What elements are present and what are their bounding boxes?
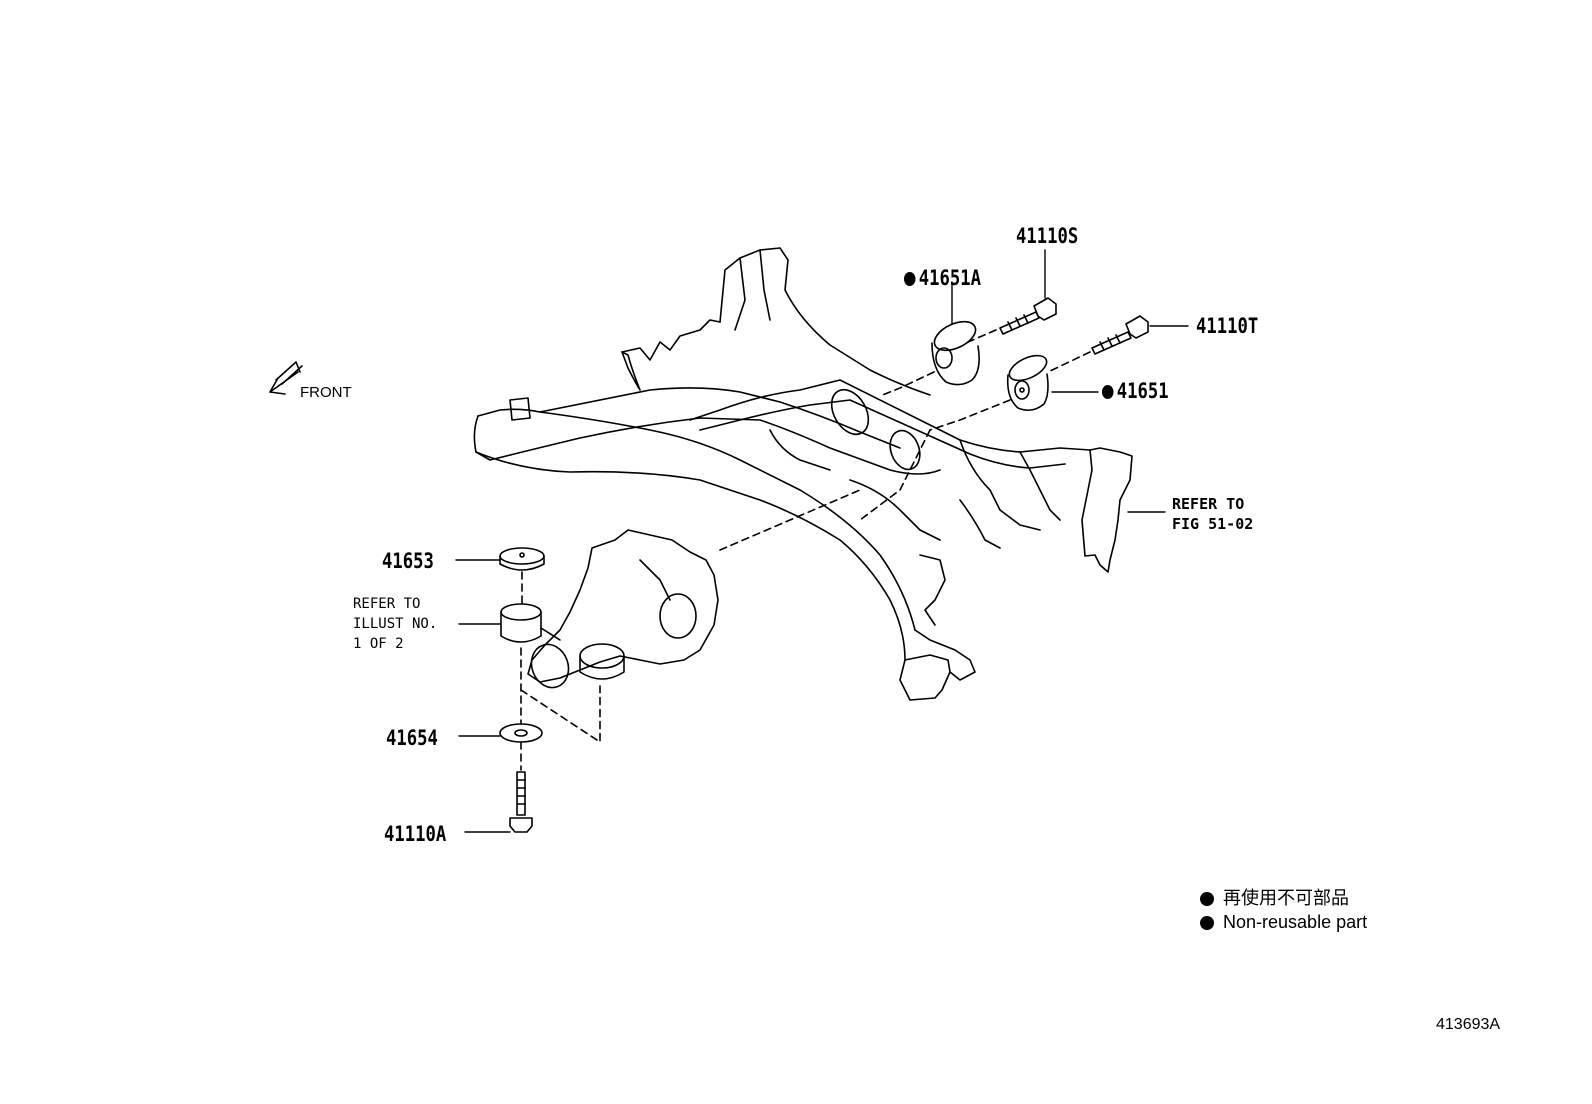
bushing-41651 [1006,354,1049,412]
legend-english-text: Non-reusable part [1223,912,1368,932]
bolt-41110S [999,297,1057,335]
legend-japanese-text: 再使用不可部品 [1223,888,1350,908]
part-number-41651-text: 41651 [1116,379,1169,403]
non-reusable-marker-icon [1200,892,1214,907]
legend-row-english: Non-reusable part [1200,910,1367,934]
differential-mount-block [500,603,561,643]
part-number-41654: 41654 [386,726,438,750]
refer-illust-line-1: REFER TO [353,596,421,612]
bolt-41110A [509,771,533,833]
bolt-41110T [1091,315,1149,355]
bushing-41651A [931,320,980,386]
legend: 再使用不可部品 Non-reusable part [1200,886,1367,934]
part-number-41651A: 41651A [904,266,981,290]
front-label: FRONT [300,384,352,401]
rear-suspension-member [473,247,1133,701]
leader-lines [455,249,1189,833]
front-arrow-icon [269,361,303,395]
part-number-41110S: 41110S [1016,224,1079,248]
illustration-id: 413693A [1436,1016,1501,1033]
refer-to-illust-note: REFER TO ILLUST NO. 1 OF 2 [353,594,437,654]
refer-fig-line-1: REFER TO [1172,495,1245,513]
refer-illust-line-3: 1 OF 2 [353,636,404,652]
part-number-41651: 41651 [1102,379,1169,403]
non-reusable-marker-icon [904,272,916,286]
part-number-41110A: 41110A [384,822,447,846]
refer-to-fig-note: REFER TO FIG 51-02 [1172,494,1253,534]
washer-41654 [499,723,543,743]
assembly-guide-lines [520,329,1091,771]
non-reusable-marker-icon [1102,385,1114,399]
non-reusable-marker-icon [1200,916,1214,931]
refer-fig-line-2: FIG 51-02 [1172,515,1254,533]
part-number-41110T: 41110T [1196,314,1259,338]
part-number-41651A-text: 41651A [918,266,981,290]
refer-illust-line-2: ILLUST NO. [353,616,438,632]
part-number-41653: 41653 [382,549,434,573]
legend-row-japanese: 再使用不可部品 [1200,886,1367,910]
differential-housing [527,529,719,689]
stopper-41653 [499,547,545,571]
